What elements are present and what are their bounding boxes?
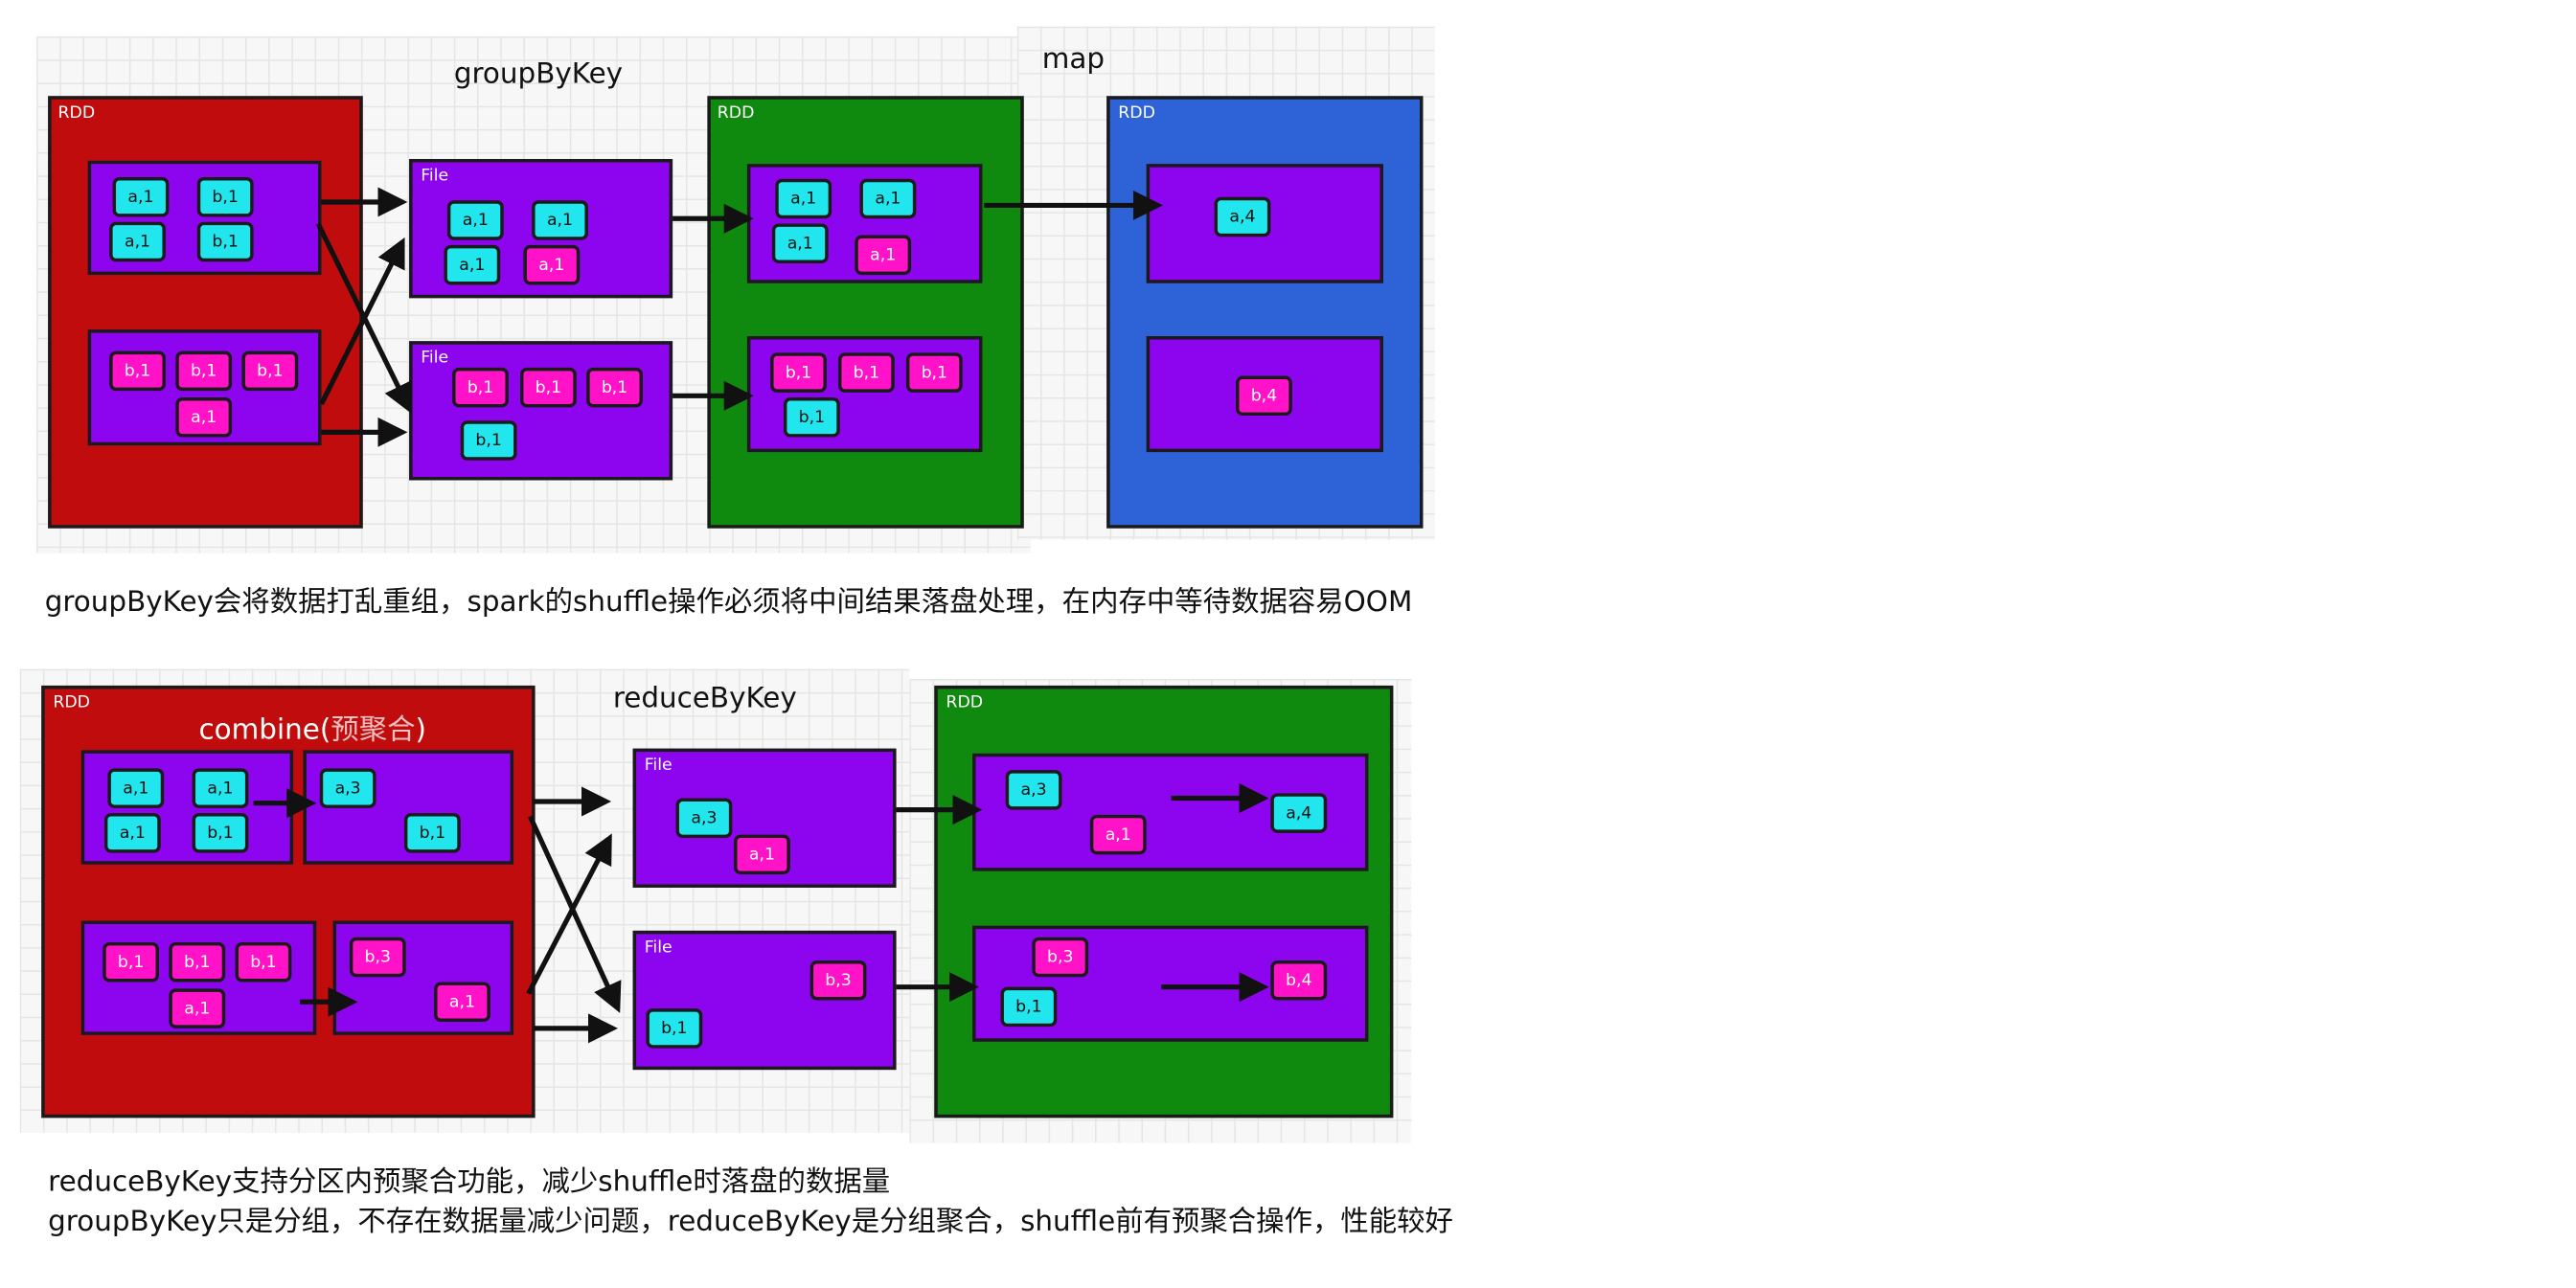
token: a,1	[192, 768, 249, 808]
rdd-label: RDD	[1118, 103, 1155, 123]
token: a,1	[734, 834, 790, 875]
token: a,1	[771, 223, 829, 263]
token: b,1	[770, 352, 827, 393]
token: b,1	[838, 352, 895, 393]
token: b,1	[520, 367, 577, 408]
token: b,1	[235, 941, 292, 983]
token: a,1	[112, 177, 170, 217]
arrow	[528, 815, 622, 1013]
token: b,1	[241, 350, 299, 392]
token: a,1	[855, 235, 912, 276]
token: a,1	[523, 244, 581, 285]
file-label: File	[421, 349, 449, 368]
token: a,4	[1214, 196, 1271, 237]
rdd-label: RDD	[57, 103, 96, 123]
token: b,1	[460, 420, 517, 461]
file-label: File	[644, 938, 672, 958]
token: a,1	[775, 178, 832, 219]
token: b,1	[175, 350, 233, 392]
token: b,1	[783, 397, 840, 438]
token: b,1	[196, 177, 254, 217]
token: a,1	[444, 244, 501, 285]
token: b,1	[109, 350, 166, 392]
groupbykey-title: groupByKey	[453, 57, 624, 92]
token: b,3	[809, 960, 867, 1001]
reducebykey-title: reduceByKey	[612, 682, 797, 716]
token: b,1	[196, 221, 254, 262]
token: a,3	[1005, 770, 1062, 810]
token: a,1	[175, 397, 233, 438]
token: b,1	[646, 1008, 703, 1049]
top-file-2: File	[409, 341, 673, 481]
combine-title: combine(预聚合)	[198, 713, 426, 747]
token: a,1	[434, 982, 490, 1022]
token: a,3	[675, 798, 733, 839]
rdd-label: RDD	[717, 103, 755, 123]
token: a,3	[319, 768, 376, 808]
token: a,1	[1089, 814, 1147, 855]
token: b,1	[452, 367, 509, 408]
rdd-label: RDD	[53, 693, 91, 712]
token: b,3	[1032, 937, 1089, 978]
bottom-caption-1: reduceByKey支持分区内预聚合功能，减少shuffle时落盘的数据量	[48, 1165, 891, 1200]
token: a,1	[103, 813, 161, 853]
token: b,1	[169, 941, 226, 983]
token: b,1	[103, 941, 160, 983]
token: a,1	[169, 988, 226, 1028]
arrow	[319, 237, 405, 406]
token: a,1	[859, 178, 917, 219]
token: b,1	[1000, 986, 1058, 1028]
token: b,1	[192, 813, 249, 853]
token: b,4	[1236, 375, 1292, 417]
arrow	[526, 833, 612, 995]
token: a,4	[1270, 793, 1328, 833]
file-label: File	[644, 757, 672, 776]
token: b,1	[905, 352, 963, 393]
top-caption: groupByKey会将数据打乱重组，spark的shuffle操作必须将中间结…	[44, 586, 1413, 620]
token: a,1	[109, 221, 166, 262]
token: a,1	[532, 200, 588, 240]
token: b,1	[403, 813, 461, 853]
file-label: File	[421, 167, 449, 186]
token: a,1	[446, 200, 504, 240]
rdd-label: RDD	[946, 693, 984, 712]
bottom-caption-2: groupByKey只是分组，不存在数据量减少问题，reduceByKey是分组…	[48, 1205, 1453, 1239]
token: b,4	[1270, 960, 1328, 1001]
token: b,3	[349, 937, 406, 978]
token: a,1	[107, 768, 165, 808]
map-title: map	[1041, 42, 1106, 77]
top-map-partition-2	[1146, 336, 1383, 453]
token: b,1	[586, 367, 643, 408]
